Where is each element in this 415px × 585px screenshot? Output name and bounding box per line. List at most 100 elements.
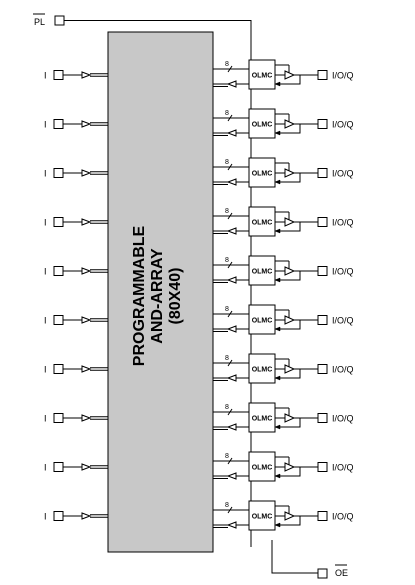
input-label: I (44, 169, 47, 179)
input-pad (53, 462, 64, 472)
bus-slash (227, 212, 233, 220)
bus-width-label: 8 (225, 110, 229, 117)
bus-slash (227, 114, 233, 122)
output-pad (317, 511, 328, 521)
olmc-block (248, 451, 276, 482)
olmc-label: OLMC (252, 514, 273, 521)
preload-label: PL (34, 17, 45, 27)
input-pad (53, 511, 64, 521)
bus-slash (227, 163, 233, 171)
array-title-line2: AND-ARRAY (149, 248, 166, 344)
olmc-label: OLMC (252, 416, 273, 423)
io-feedback-line (275, 271, 301, 281)
bus-width-label: 8 (225, 502, 229, 509)
output-enable-pin: OE (271, 540, 348, 579)
bus-width-label: 8 (225, 404, 229, 411)
olmc-label: OLMC (252, 171, 273, 178)
olmc-block (248, 255, 276, 286)
input-buffer-icon (81, 414, 92, 422)
olmc-block (248, 353, 276, 384)
bus-width-label: 8 (225, 355, 229, 362)
feedback-buffer-icon (226, 129, 237, 137)
input-pad (53, 315, 64, 325)
olmc-label: OLMC (252, 220, 273, 227)
feedback-buffer-icon (226, 521, 237, 529)
bus-slash (227, 65, 233, 73)
bus-slash (227, 457, 233, 465)
input-label: I (44, 463, 47, 473)
io-feedback-arrow-icon (274, 326, 281, 332)
input-label: I (44, 316, 47, 326)
bus-width-label: 8 (225, 61, 229, 68)
output-pad (317, 413, 328, 423)
output-pad (317, 168, 328, 178)
input-buffer-icon (81, 463, 92, 471)
feedback-buffer-icon (226, 325, 237, 333)
output-enable-label: OE (335, 568, 348, 578)
bus-width-label: 8 (225, 453, 229, 460)
bus-slash (227, 261, 233, 269)
input-buffer-icon (81, 218, 92, 226)
olmc-label: OLMC (252, 73, 273, 80)
bus-slash (227, 408, 233, 416)
io-feedback-line (275, 173, 301, 183)
feedback-buffer-icon (226, 472, 237, 480)
output-pad (317, 266, 328, 276)
input-buffer-icon (81, 365, 92, 373)
input-label: I (44, 365, 47, 375)
io-feedback-arrow-icon (274, 130, 281, 136)
feedback-buffer-icon (226, 423, 237, 431)
io-feedback-arrow-icon (274, 473, 281, 479)
io-feedback-line (275, 418, 301, 428)
io-feedback-line (275, 75, 301, 85)
feedback-buffer-icon (226, 276, 237, 284)
feedback-buffer-icon (226, 227, 237, 235)
array-title-line1: PROGRAMMABLE (131, 225, 148, 366)
input-label: I (44, 512, 47, 522)
output-label: I/O/Q (332, 414, 354, 424)
olmc-label: OLMC (252, 465, 273, 472)
input-buffer-icon (81, 267, 92, 275)
olmc-label: OLMC (252, 367, 273, 374)
input-label: I (44, 218, 47, 228)
input-buffer-icon (81, 169, 92, 177)
io-feedback-line (275, 467, 301, 477)
input-label: I (44, 267, 47, 277)
output-label: I/O/Q (332, 267, 354, 277)
olmc-label: OLMC (252, 318, 273, 325)
output-pad (317, 315, 328, 325)
feedback-buffer-icon (226, 80, 237, 88)
preload-pad (54, 15, 65, 26)
array-title-line3: (80X40) (167, 268, 184, 325)
input-pad (53, 70, 64, 80)
olmc-label: OLMC (252, 269, 273, 276)
bus-slash (227, 310, 233, 318)
io-feedback-line (275, 222, 301, 232)
output-enable-pad (317, 568, 328, 579)
input-pad (53, 119, 64, 129)
olmc-block (248, 59, 276, 90)
input-pad (53, 217, 64, 227)
io-feedback-arrow-icon (274, 424, 281, 430)
input-buffer-icon (81, 71, 92, 79)
output-label: I/O/Q (332, 512, 354, 522)
io-feedback-line (275, 516, 301, 526)
input-buffer-icon (81, 316, 92, 324)
output-pad (317, 119, 328, 129)
input-label: I (44, 414, 47, 424)
input-pad (53, 364, 64, 374)
output-pad (317, 364, 328, 374)
io-feedback-line (275, 320, 301, 330)
input-pad (53, 413, 64, 423)
output-label: I/O/Q (332, 316, 354, 326)
olmc-block (248, 500, 276, 531)
io-feedback-arrow-icon (274, 277, 281, 283)
